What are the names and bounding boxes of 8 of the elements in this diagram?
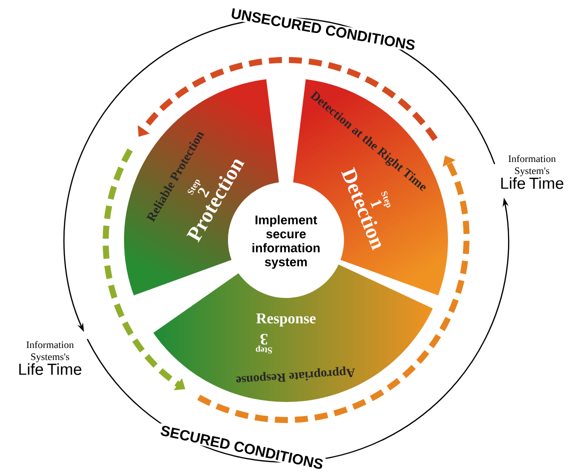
dashed-arrow: [197, 156, 470, 423]
segment-label: Appropriate Response: [236, 366, 355, 383]
center-text: Implement secure information system: [252, 215, 320, 269]
dashed-arrow: [138, 57, 438, 142]
segment-label: Response: [256, 313, 316, 326]
segment-text: Step 3: [256, 334, 272, 354]
life-time-label: Information Systems's Life Time: [19, 341, 82, 375]
life-time-label: Information System's Life Time: [501, 155, 564, 189]
